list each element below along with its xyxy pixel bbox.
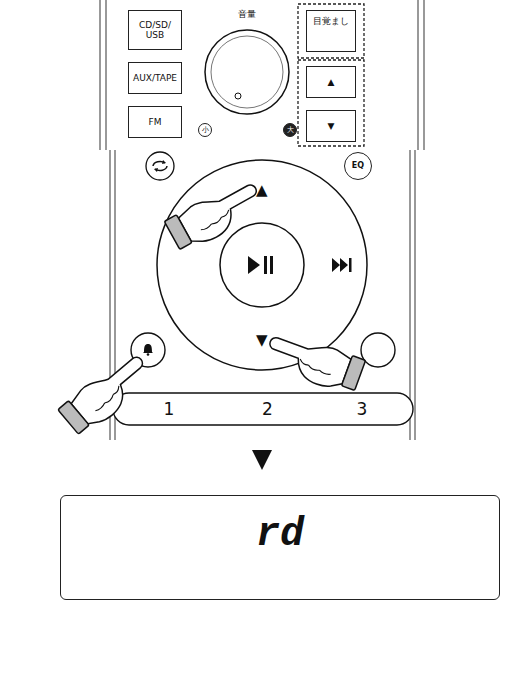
volume-min-mark: 小 [198,123,212,137]
number-bar [113,393,413,425]
direction-ring [157,160,367,370]
source-button: CD/SD/ USB [128,10,182,50]
up-button: ▲ [306,66,356,98]
number-button: 3 [313,394,411,424]
down-arrow-symbol: ▼ [256,331,268,349]
button-text: 小 [202,127,209,134]
alarm-button: 目覚まし [306,10,356,52]
direction-ring [220,223,304,307]
dashed-highlight [298,60,364,146]
source-button: FM [128,106,182,138]
volume-knob [205,30,289,114]
dashed-highlight [298,4,364,58]
button-text: FM [149,117,162,127]
number-bar [113,393,413,425]
unit-panel-edges [105,0,106,150]
number-button: 2 [222,394,313,424]
play-pause-icon [248,256,273,274]
play-pause-icon [270,256,273,274]
skip-icon [349,258,352,272]
button-text: 2 [262,399,273,419]
skip-icon [332,258,352,272]
step-arrow [252,450,272,470]
button-text: CD/SD/ USB [137,20,173,41]
button-text: 3 [357,399,368,419]
volume-knob [205,30,289,114]
button-text: ▼ [328,121,335,131]
remote-edges [110,150,415,440]
lcd-display: rd [60,495,500,600]
play-pause-icon [248,256,260,274]
volume-max-mark: 大 [283,123,297,137]
up-arrow-symbol: ▲ [256,181,268,199]
button-text: 目覚まし [313,16,349,26]
skip-icon [332,258,348,272]
button-text: EQ [352,162,364,170]
bell-icon [143,344,153,356]
play-pause-icon [264,256,267,274]
button-text: 大 [287,127,294,134]
pointing-hand [58,348,157,440]
number-button: 1 [116,394,222,424]
repeat-button [154,160,166,172]
repeat-button [146,152,174,180]
remote-edges [409,150,410,440]
direction-ring [157,160,367,370]
dashed-highlight [298,4,364,146]
unit-panel-edges [99,0,100,150]
volume-knob [211,36,283,108]
remote-edges [414,150,415,440]
unit-panel-edges [417,0,418,150]
button-text: ▲ [328,77,335,87]
button-text: rd [256,512,304,557]
source-button: AUX/TAPE [128,62,182,94]
unit-panel-edges [423,0,424,150]
pointing-hand [262,327,366,397]
pointing-hand [164,175,267,256]
button-text: AUX/TAPE [133,73,177,83]
eq-button: EQ [344,152,372,180]
hidden-button [361,333,395,367]
volume-label: 音量 [238,8,256,21]
hidden-button [361,333,395,367]
unit-panel-edges [100,0,424,150]
volume-knob [235,93,241,99]
repeat-button [146,152,174,180]
button-text: 1 [164,399,175,419]
down-button: ▼ [306,110,356,142]
